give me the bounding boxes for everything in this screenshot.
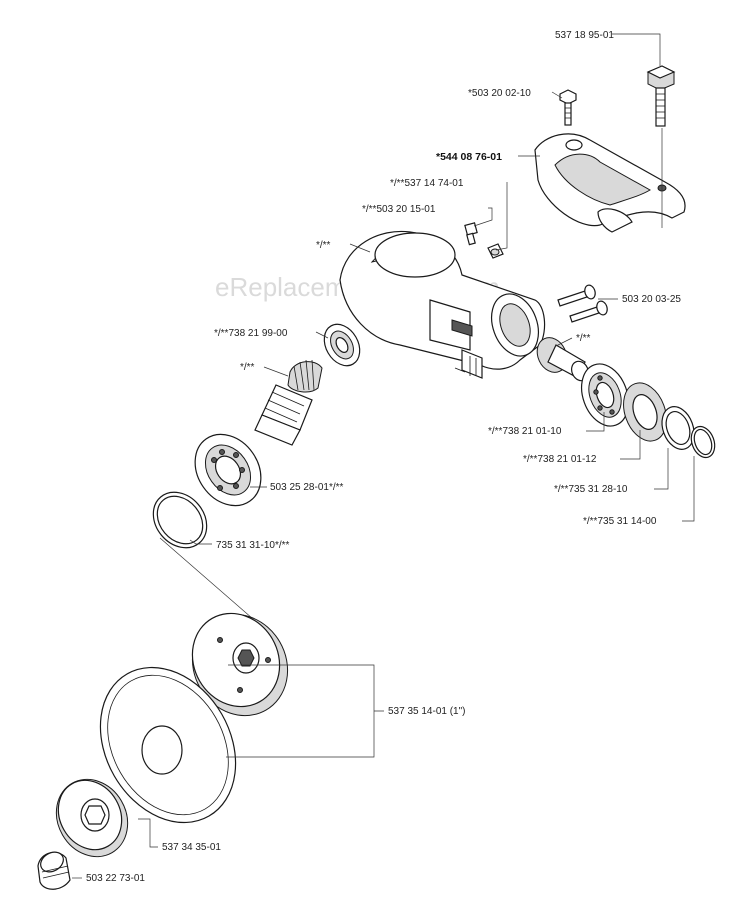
label-738-21-01-10: */**738 21 01-10 — [488, 426, 562, 437]
part-shaft-right — [536, 337, 589, 382]
label-star-left: */** — [240, 362, 255, 373]
part-bolt-503-20-02-10 — [559, 89, 577, 126]
label-738-21-99-00: */**738 21 99-00 — [214, 328, 288, 339]
part-bevel-gear-spindle — [254, 359, 323, 446]
part-screw-503-20-15-01 — [464, 222, 478, 246]
label-537-14-74-01: */**537 14 74-01 — [390, 178, 464, 189]
part-bearing-738-21-01-10 — [581, 363, 629, 427]
part-screw-537-18-95-01 — [646, 65, 676, 127]
label-537-35-14-01: 537 35 14-01 (1") — [388, 706, 466, 717]
part-seal-738-21-01-12 — [623, 382, 667, 442]
part-large-disc — [99, 666, 237, 824]
label-503-20-15-01: */**503 20 15-01 — [362, 204, 436, 215]
label-544-08-76-01: *544 08 76-01 — [436, 151, 502, 163]
leader-lines — [72, 33, 695, 879]
part-circlip-735-31-14-00 — [690, 425, 716, 459]
part-lower-flange-537-34-35-01 — [55, 778, 129, 858]
label-735-31-28-10: */**735 31 28-10 — [554, 484, 628, 495]
label-503-25-28-01: 503 25 28-01*/** — [270, 482, 344, 493]
label-537-34-35-01: 537 34 35-01 — [162, 842, 221, 853]
assembly-line — [159, 537, 269, 633]
label-503-20-03-25: 503 20 03-25 — [622, 294, 681, 305]
label-503-22-73-01: 503 22 73-01 — [86, 873, 145, 884]
part-bearing-738-21-99-00 — [323, 323, 361, 367]
part-circlip-735-31-31-10 — [152, 491, 208, 549]
part-bolts-503-20-03-25 — [557, 284, 608, 323]
label-star-top: */** — [316, 240, 331, 251]
label-537-18-95-01: 537 18 95-01 — [555, 30, 614, 41]
label-738-21-01-12: */**738 21 01-12 — [523, 454, 597, 465]
label-star-right: */** — [576, 333, 591, 344]
part-clamp-544-08-76-01 — [534, 133, 686, 233]
label-735-31-14-00: */**735 31 14-00 — [583, 516, 657, 527]
part-nut-503-22-73-01 — [37, 851, 71, 890]
part-plug-537-14-74-01 — [487, 243, 504, 259]
part-gear-housing — [339, 230, 546, 379]
part-washer-735-31-28-10 — [661, 406, 695, 450]
label-503-20-02-10: *503 20 02-10 — [468, 88, 531, 99]
part-bearing-503-25-28-01 — [194, 433, 262, 507]
label-735-31-31-10: 735 31 31-10*/** — [216, 540, 290, 551]
